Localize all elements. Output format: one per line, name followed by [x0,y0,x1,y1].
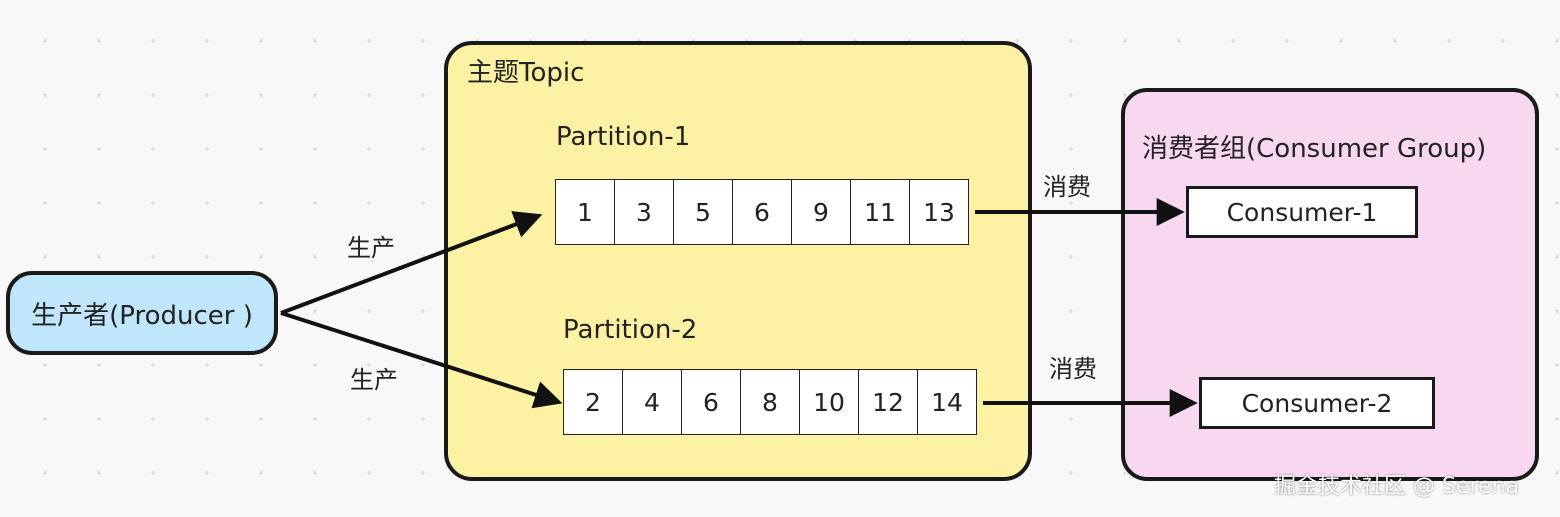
partition-1-message: 1 [555,179,615,245]
partition-1-queue: 1 3 5 6 9 11 13 [555,179,969,245]
partition-2-message: 12 [858,369,918,435]
produce-label-1: 生产 [347,234,395,262]
partition-2-title: Partition-2 [563,315,698,345]
partition-2-message: 2 [563,369,623,435]
consumer-1-label: Consumer-1 [1226,197,1378,227]
produce-arrow-2 [280,311,563,409]
topic-title: 主题Topic [467,58,585,88]
consumer-2-label: Consumer-2 [1241,388,1393,418]
partition-1-message: 9 [791,179,851,245]
consumer-group-title: 消费者组(Consumer Group) [1142,134,1487,164]
consumer-2-node: Consumer-2 [1199,377,1435,429]
partition-1-message: 5 [673,179,733,245]
produce-arrow-1 [280,211,543,315]
watermark: 掘金技术社区 @ Serena [1274,474,1520,499]
partition-2-message: 10 [799,369,859,435]
partition-1-message: 11 [850,179,910,245]
consume-label-2: 消费 [1049,355,1097,383]
produce-label-2: 生产 [350,366,398,394]
partition-2-message: 4 [622,369,682,435]
partition-2-message: 14 [917,369,977,435]
partition-2-message: 8 [740,369,800,435]
partition-1-title: Partition-1 [556,122,691,152]
partition-1-message: 13 [909,179,969,245]
partition-1-message: 3 [614,179,674,245]
consume-label-1: 消费 [1043,173,1091,201]
consumer-1-node: Consumer-1 [1186,186,1418,238]
producer-node: 生产者(Producer ) [6,271,278,355]
partition-2-queue: 2 4 6 8 10 12 14 [563,369,977,435]
partition-2-message: 6 [681,369,741,435]
producer-label: 生产者(Producer ) [31,300,253,331]
